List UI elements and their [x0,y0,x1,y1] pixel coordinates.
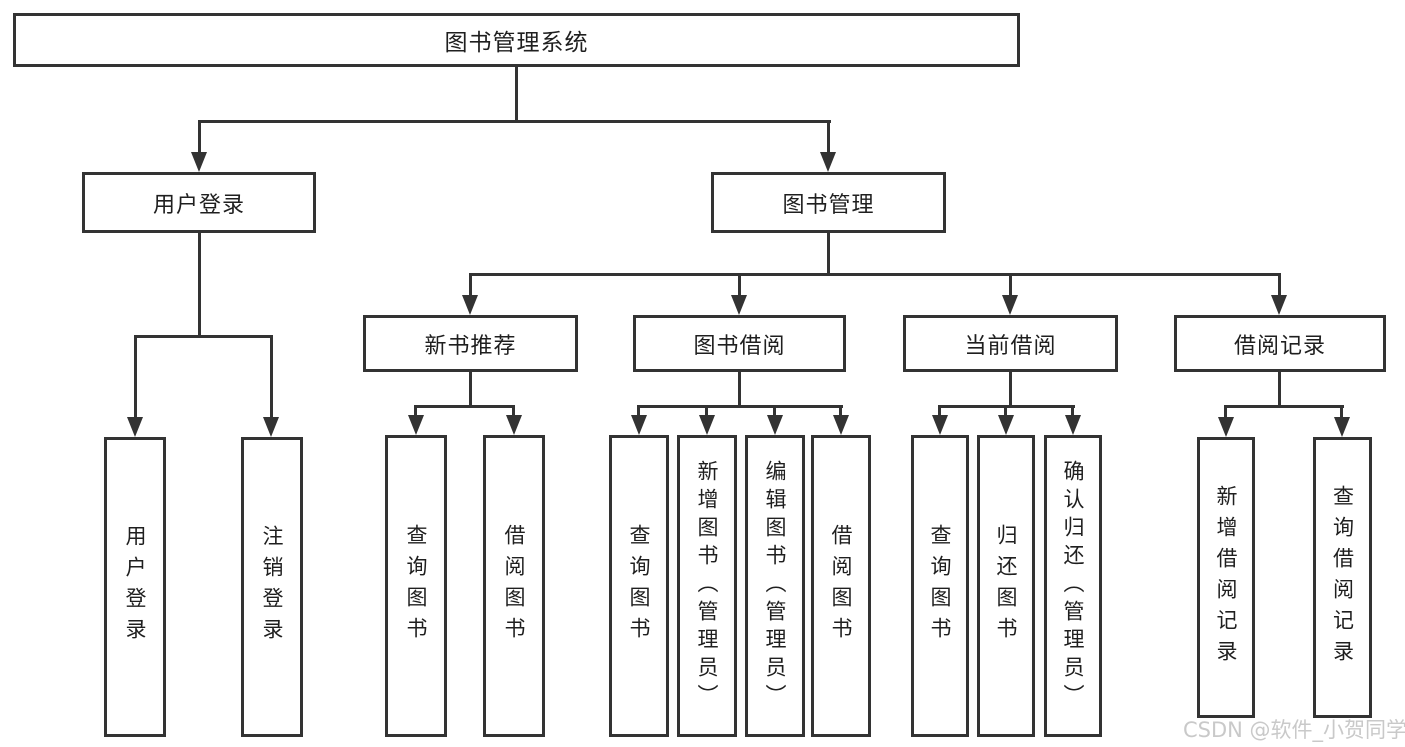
node-label: 图书借阅 [693,333,786,359]
node-library-management-system: 图书管理系统 [13,13,1020,67]
arrowhead-down-icon [1065,415,1081,435]
connector-line [738,273,741,297]
node-label: 查询图书 [404,524,428,648]
connector-line [827,120,830,153]
connector-line [938,405,941,417]
connector-line [198,120,831,123]
arrowhead-down-icon [1218,417,1234,437]
node-label: 查询借阅记录 [1330,484,1355,671]
leaf-edit-books-admin: 编辑图书（管理员） [745,435,805,737]
arrowhead-down-icon [767,415,783,435]
connector-line [270,335,273,418]
connector-line [198,120,201,153]
node-label: 当前借阅 [964,333,1057,359]
connector-line [414,405,515,408]
node-label: 确认归还（管理员） [1061,460,1085,712]
connector-line [469,372,472,405]
arrowhead-down-icon [1002,295,1018,315]
arrowhead-down-icon [191,152,207,172]
connector-line [1004,405,1007,417]
leaf-add-borrow-record: 新增借阅记录 [1197,437,1255,718]
connector-line [839,405,842,417]
node-label: 查询图书 [928,524,952,648]
connector-line [637,405,640,417]
node-label: 归还图书 [994,524,1018,648]
connector-line [827,233,830,273]
connector-line [512,405,515,417]
connector-line [1278,372,1281,405]
node-current-borrowing: 当前借阅 [903,315,1118,372]
leaf-logout: 注销登录 [241,437,303,737]
arrowhead-down-icon [631,415,647,435]
leaf-confirm-return-admin: 确认归还（管理员） [1044,435,1102,737]
leaf-query-books-current: 查询图书 [911,435,969,737]
connector-line [469,273,472,297]
node-label: 新增图书（管理员） [695,460,719,712]
arrowhead-down-icon [408,415,424,435]
node-label: 用户登录 [152,192,245,218]
node-label: 借阅图书 [502,524,526,648]
node-label: 借阅图书 [829,524,853,648]
connector-line [705,405,708,417]
connector-line [1071,405,1074,417]
connector-line [1224,405,1344,408]
node-book-borrowing: 图书借阅 [633,315,846,372]
arrowhead-down-icon [820,152,836,172]
leaf-query-books-recommend: 查询图书 [385,435,447,737]
connector-line [469,273,1281,276]
arrowhead-down-icon [462,295,478,315]
node-label: 新增借阅记录 [1214,484,1238,671]
connector-line [134,335,273,338]
node-label: 新书推荐 [424,333,517,359]
node-label: 图书管理 [782,192,875,218]
node-label: 用户登录 [123,525,147,649]
arrowhead-down-icon [1271,295,1287,315]
node-user-login: 用户登录 [82,172,316,233]
leaf-add-books-admin: 新增图书（管理员） [677,435,737,737]
arrowhead-down-icon [127,417,143,437]
connector-line [515,67,518,120]
arrowhead-down-icon [998,415,1014,435]
arrowhead-down-icon [1334,417,1350,437]
leaf-query-books-borrowing: 查询图书 [609,435,669,737]
watermark: CSDN @软件_小贺同学 [1183,718,1405,742]
connector-line [1278,273,1281,297]
arrowhead-down-icon [833,415,849,435]
connector-line [414,405,417,417]
connector-line [1009,372,1012,405]
arrowhead-down-icon [731,295,747,315]
leaf-return-books: 归还图书 [977,435,1035,737]
node-label: 借阅记录 [1233,333,1326,359]
connector-line [134,335,137,418]
connector-line [637,405,843,408]
arrowhead-down-icon [506,415,522,435]
arrowhead-down-icon [263,417,279,437]
leaf-borrow-books-recommend: 借阅图书 [483,435,545,737]
node-borrowing-records: 借阅记录 [1174,315,1386,372]
node-label: 查询图书 [627,524,651,648]
node-new-book-recommendation: 新书推荐 [363,315,578,372]
connector-line [198,233,201,335]
node-book-management: 图书管理 [711,172,946,233]
node-label: 编辑图书（管理员） [763,460,787,712]
arrowhead-down-icon [699,415,715,435]
arrowhead-down-icon [932,415,948,435]
leaf-user-login: 用户登录 [104,437,166,737]
leaf-borrow-books: 借阅图书 [811,435,871,737]
node-label: 图书管理系统 [444,30,589,56]
leaf-query-borrow-record: 查询借阅记录 [1313,437,1372,718]
connector-line [1224,405,1227,419]
connector-line [738,372,741,405]
connector-line [773,405,776,417]
connector-line [1009,273,1012,297]
node-label: 注销登录 [260,525,284,649]
connector-line [1340,405,1343,419]
